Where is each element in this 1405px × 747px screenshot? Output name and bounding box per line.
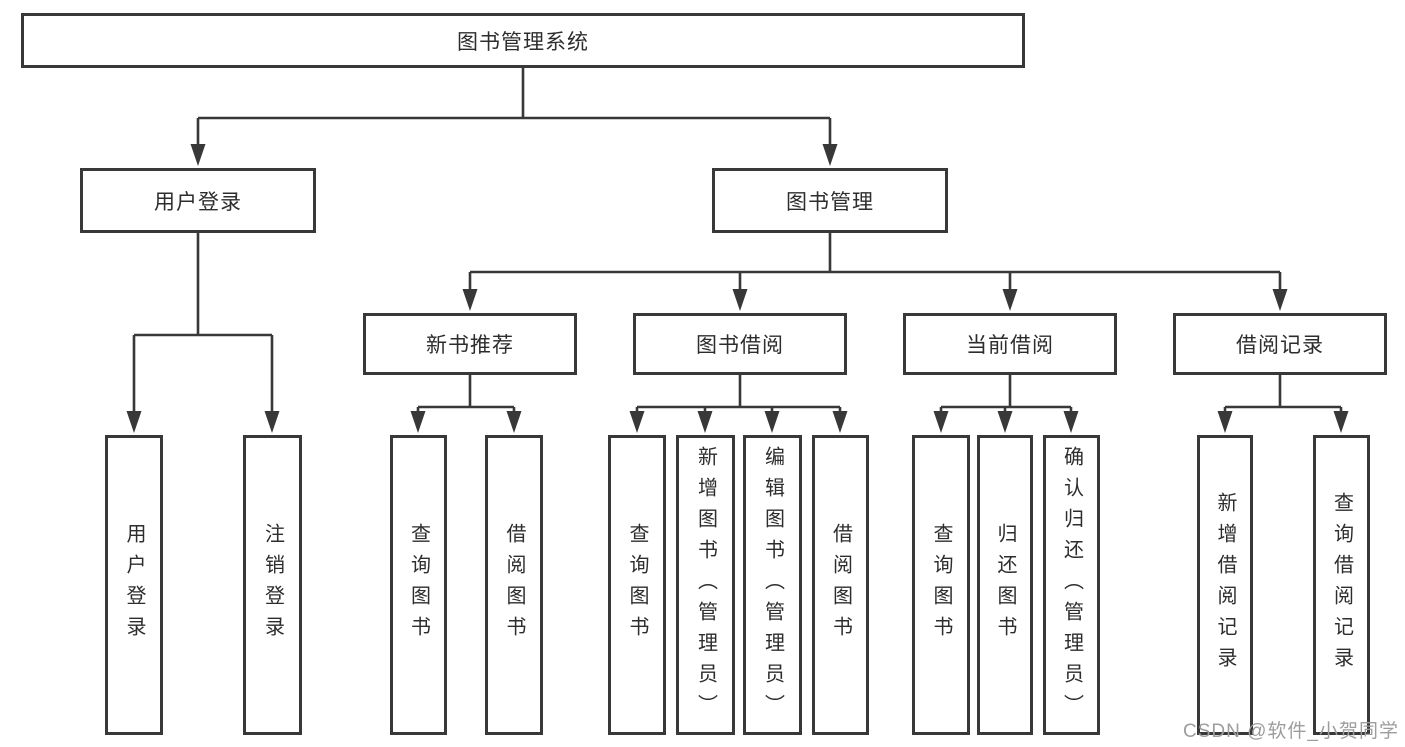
leaf-add-borrow-record: 新增借阅记录 — [1197, 435, 1253, 735]
leaf-label: 编辑图书（管理员） — [761, 445, 784, 725]
leaf-label: 确认归还（管理员） — [1060, 445, 1083, 725]
node-label: 当前借阅 — [966, 334, 1054, 357]
leaf-confirm-return-admin: 确认归还（管理员） — [1043, 435, 1100, 735]
node-label: 图书管理系统 — [457, 30, 589, 54]
leaf-query-books-3: 查询图书 — [912, 435, 970, 735]
leaf-edit-book-admin: 编辑图书（管理员） — [743, 435, 802, 735]
node-user-login: 用户登录 — [80, 168, 316, 233]
node-system-root: 图书管理系统 — [21, 13, 1025, 68]
leaf-label: 查询图书 — [407, 523, 430, 647]
node-current-borrow: 当前借阅 — [903, 313, 1117, 375]
node-new-book-recommend: 新书推荐 — [363, 313, 577, 375]
leaf-query-books-1: 查询图书 — [390, 435, 447, 735]
node-book-borrow: 图书借阅 — [633, 313, 847, 375]
leaf-label: 归还图书 — [994, 523, 1016, 647]
leaf-label: 借阅图书 — [829, 523, 852, 647]
node-label: 新书推荐 — [426, 334, 514, 357]
node-label: 用户登录 — [154, 190, 242, 214]
csdn-watermark: CSDN @软件_小贺同学 — [1183, 721, 1399, 742]
leaf-borrow-books-2: 借阅图书 — [812, 435, 869, 735]
leaf-query-books-2: 查询图书 — [608, 435, 666, 735]
leaf-label: 新增借阅记录 — [1214, 492, 1236, 678]
node-book-management: 图书管理 — [712, 168, 948, 233]
leaf-label: 借阅图书 — [503, 523, 525, 647]
leaf-label: 查询图书 — [626, 523, 648, 647]
leaf-add-book-admin: 新增图书（管理员） — [676, 435, 735, 735]
leaf-label: 注销登录 — [261, 523, 284, 647]
leaf-label: 用户登录 — [123, 523, 145, 647]
node-label: 图书借阅 — [696, 334, 784, 357]
node-label: 图书管理 — [786, 190, 874, 214]
node-label: 借阅记录 — [1236, 334, 1324, 357]
node-borrow-records: 借阅记录 — [1173, 313, 1387, 375]
leaf-borrow-books-1: 借阅图书 — [485, 435, 543, 735]
leaf-query-borrow-record: 查询借阅记录 — [1313, 435, 1370, 735]
leaf-label: 新增图书（管理员） — [694, 445, 717, 725]
leaf-return-book: 归还图书 — [977, 435, 1033, 735]
leaf-user-login: 用户登录 — [105, 435, 163, 735]
leaf-label: 查询图书 — [930, 523, 952, 647]
leaf-logout: 注销登录 — [243, 435, 302, 735]
connector-lines — [132, 66, 1343, 413]
leaf-label: 查询借阅记录 — [1330, 492, 1353, 678]
